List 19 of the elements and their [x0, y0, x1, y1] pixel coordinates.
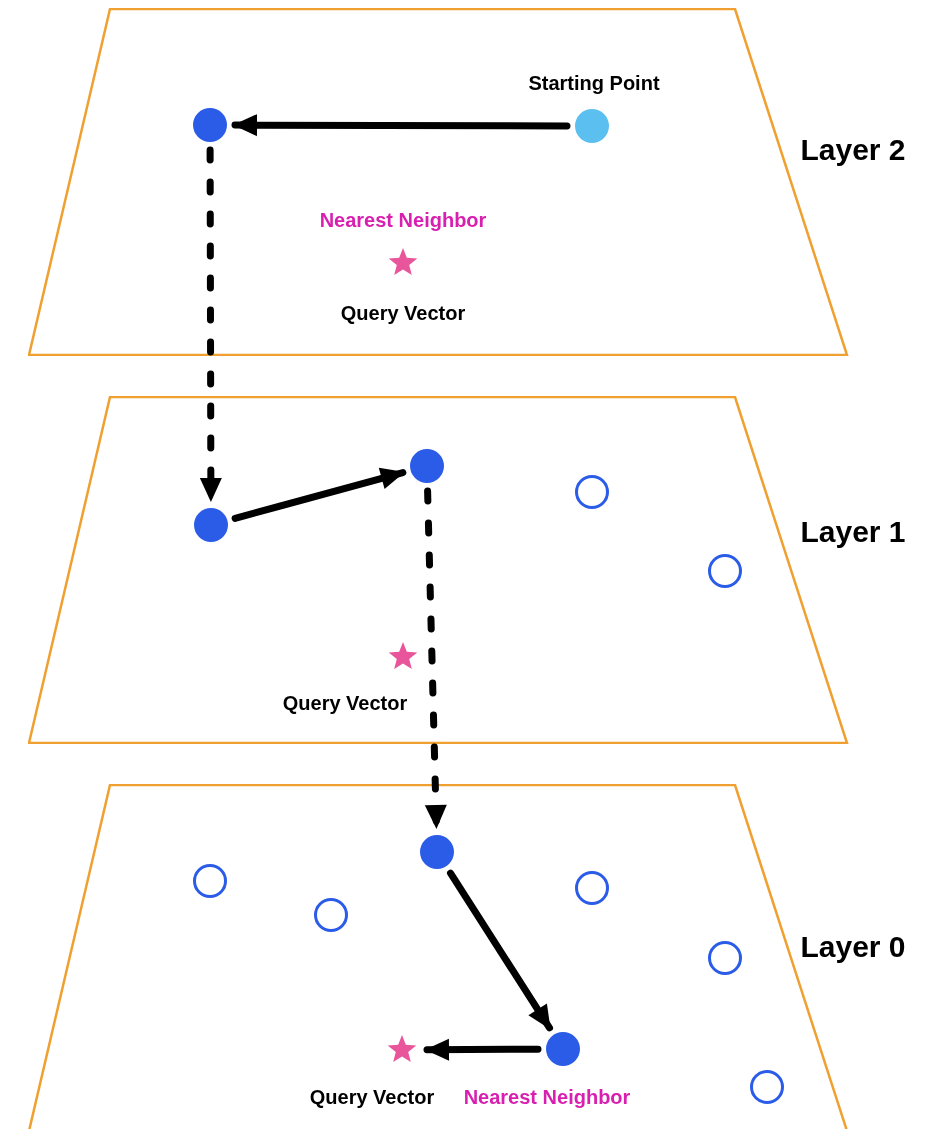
visited-node-dot — [193, 108, 227, 142]
arrow — [199, 146, 222, 504]
arrow — [423, 1038, 542, 1061]
visited-node-dot — [420, 835, 454, 869]
visited-node-dot — [194, 508, 228, 542]
arrow — [424, 487, 447, 831]
unvisited-node-circle — [750, 1070, 784, 1104]
unvisited-node-circle — [314, 898, 348, 932]
arrow — [231, 114, 571, 137]
visited-node-dot — [410, 449, 444, 483]
unvisited-node-circle — [575, 871, 609, 905]
arrow — [231, 467, 407, 522]
start-node-dot — [575, 109, 609, 143]
unvisited-node-circle — [708, 941, 742, 975]
unvisited-node-circle — [708, 554, 742, 588]
arrow — [447, 869, 553, 1032]
unvisited-node-circle — [575, 475, 609, 509]
unvisited-node-circle — [193, 864, 227, 898]
visited-node-dot — [546, 1032, 580, 1066]
